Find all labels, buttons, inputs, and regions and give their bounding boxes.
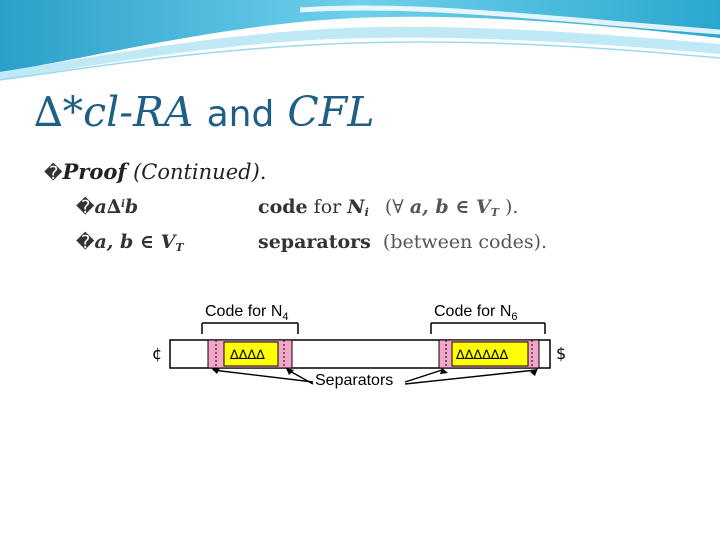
row-sep-left: �a, b ∈ VT bbox=[76, 231, 184, 254]
delta-block-n4 bbox=[223, 341, 279, 367]
row-code-desc: code for Ni (∀ a, b ∈ VT ). bbox=[258, 196, 518, 219]
desc-V-sub: T bbox=[490, 206, 499, 219]
separator-arrows bbox=[212, 369, 537, 385]
bullet-icon: � bbox=[76, 232, 95, 253]
var-a: a bbox=[94, 196, 107, 218]
row-code-left: �a∆ib bbox=[76, 196, 138, 218]
title-main: ∆*cl-RA bbox=[34, 88, 194, 136]
start-symbol: ¢ bbox=[152, 344, 162, 363]
desc-forall: (∀ bbox=[384, 196, 404, 218]
delta-block-n6 bbox=[451, 341, 529, 367]
superscript-i: i bbox=[121, 199, 125, 210]
var-b: b bbox=[124, 196, 139, 218]
desc-close: ). bbox=[504, 196, 519, 218]
desc-for: for bbox=[313, 196, 342, 218]
delta-symbol: ∆ bbox=[106, 196, 122, 218]
desc-N-sub: i bbox=[364, 206, 369, 219]
proof-continued: (Continued). bbox=[133, 160, 267, 184]
label-code-n6: Code for N6 bbox=[434, 303, 518, 323]
desc-vars: a, b ∈ V bbox=[409, 196, 491, 218]
V-sub-T: T bbox=[175, 241, 184, 254]
end-symbol: $ bbox=[556, 344, 566, 363]
row-sep-desc: separators (between codes). bbox=[258, 231, 547, 253]
delta-string-n6: ∆∆∆∆∆∆ bbox=[455, 348, 508, 363]
desc-between: (between codes). bbox=[382, 231, 548, 253]
bullet-icon: � bbox=[44, 163, 63, 184]
proof-bold: Proof bbox=[62, 159, 127, 184]
slide-title: ∆*cl-RA and CFL bbox=[34, 88, 374, 136]
delta-string-n4: ∆∆∆∆ bbox=[229, 348, 265, 363]
desc-separators: separators bbox=[258, 231, 371, 253]
desc-code: code bbox=[258, 196, 308, 218]
bullet-icon: � bbox=[76, 197, 95, 218]
desc-N: N bbox=[347, 196, 365, 218]
label-code-n4: Code for N4 bbox=[205, 303, 289, 323]
separators-label: Separators bbox=[315, 372, 393, 389]
title-connector: and bbox=[206, 94, 275, 135]
header-swoosh-decoration bbox=[0, 0, 720, 81]
vars-ab: a, b ∈ V bbox=[94, 231, 176, 253]
title-tail: CFL bbox=[287, 88, 375, 136]
code-diagram: Code for N4 Code for N6 ¢ $ ∆∆∆∆ ∆∆∆∆∆∆ … bbox=[152, 303, 566, 389]
proof-heading: �Proof (Continued). bbox=[44, 159, 266, 184]
